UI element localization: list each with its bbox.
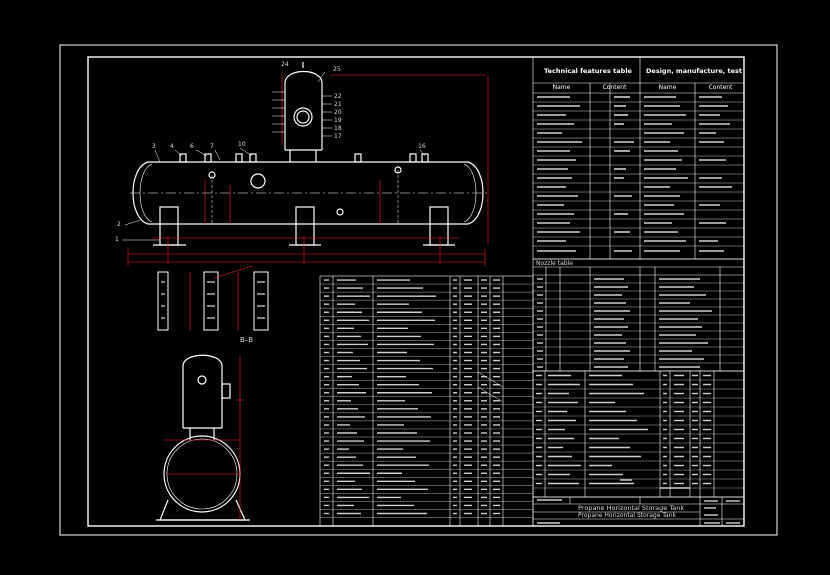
bom-table-left-text: [324, 279, 500, 515]
nozzle-table-title: Nozzle table: [536, 260, 573, 267]
drawing-title: Propane Horizontal Storage Tank: [578, 504, 684, 512]
callout-7: 7: [210, 143, 214, 150]
dome-callouts: [272, 91, 332, 137]
dome-vessel: [284, 62, 323, 162]
callout-10: 10: [238, 141, 246, 148]
callout-leaders: [122, 71, 426, 241]
bom-table-left-rows: [320, 283, 533, 518]
callout-22: 22: [334, 93, 342, 100]
callout-24: 24: [281, 61, 289, 68]
callout-20: 20: [334, 109, 342, 116]
nozzle-cell-scribbles: [537, 278, 712, 368]
callout-3: 3: [152, 143, 156, 150]
table-column-headers: Name Content Name Content: [535, 82, 747, 93]
technical-features-rows: [533, 101, 744, 247]
callout-labels: 3 4 6 7 10 2 1 16 25 24: [115, 61, 426, 243]
technical-features-title: Technical features table: [544, 67, 632, 75]
callout-4: 4: [170, 143, 174, 150]
callout-2: 2: [117, 221, 121, 228]
end-view: [156, 354, 250, 521]
bom-diagonals: [477, 371, 504, 403]
callout-25: 25: [333, 66, 341, 73]
callout-19: 19: [334, 117, 342, 124]
bom-table-right-rows: [533, 379, 744, 489]
drawing-title-english: Propane Horizontal Storage Tank: [578, 512, 676, 519]
title-block: [532, 496, 745, 527]
saddle-dimensions: [189, 265, 253, 330]
bom-table-right-text: [536, 374, 711, 485]
callout-6: 6: [190, 143, 194, 150]
col-content-right: Content: [708, 84, 733, 91]
callout-16: 16: [418, 143, 426, 150]
end-view-dimensions: [164, 355, 244, 520]
callout-1: 1: [115, 236, 119, 243]
callout-21: 21: [334, 101, 342, 108]
view-label-b-b: B–B: [240, 336, 253, 344]
feature-cell-scribbles: [537, 96, 732, 252]
callout-18: 18: [334, 125, 342, 132]
design-manufacture-title: Design, manufacture, test: [646, 67, 742, 75]
title-block-scribbles: [537, 479, 740, 524]
callout-17: 17: [334, 133, 342, 140]
outer-frame: [59, 44, 778, 536]
col-content-left: Content: [602, 84, 627, 91]
vessel-elevation: [130, 153, 488, 246]
col-name-right: Name: [658, 84, 677, 91]
dome-callout-labels: 22 21 20 19 18 17: [334, 93, 342, 140]
col-name-left: Name: [552, 84, 571, 91]
nozzle-table-rows: [533, 282, 744, 364]
inner-frame: [87, 56, 745, 527]
table-title-row: Technical features table Design, manufac…: [535, 58, 747, 84]
dimension-lines: [127, 74, 489, 266]
saddle-detail-view: [157, 271, 269, 331]
